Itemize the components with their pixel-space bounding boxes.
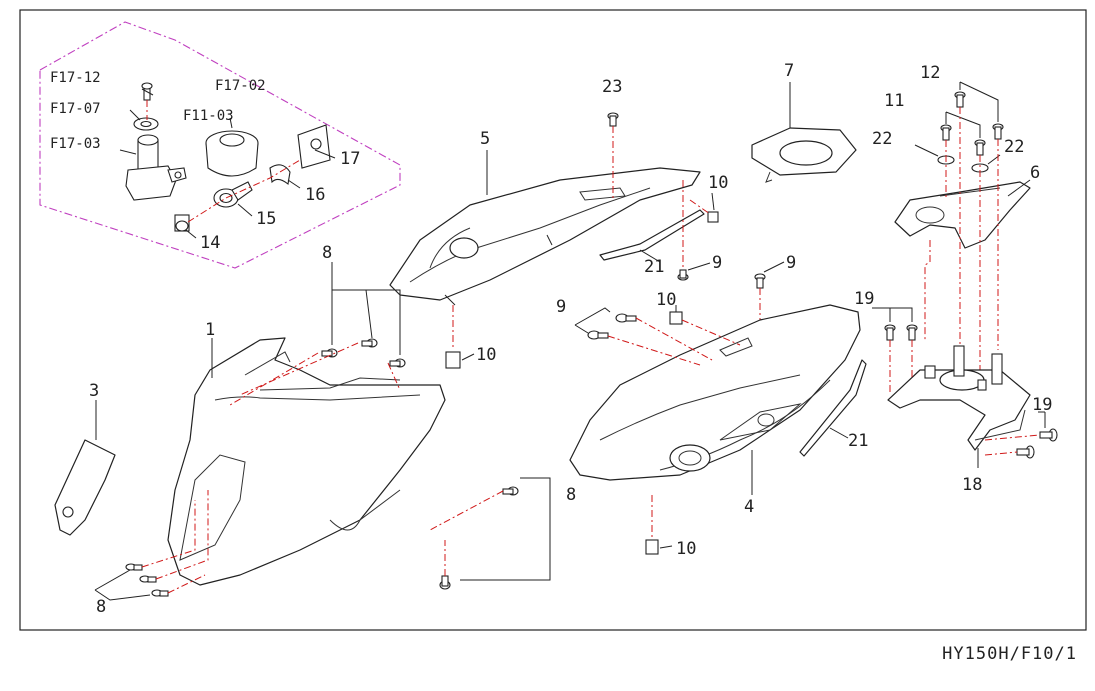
bolts-19-top bbox=[884, 324, 918, 341]
callout-19a: 19 bbox=[854, 289, 874, 309]
callout-16: 16 bbox=[305, 185, 325, 205]
screws-8-top bbox=[321, 338, 406, 368]
clip-10-mid bbox=[445, 351, 461, 369]
screw-9-right bbox=[754, 273, 766, 289]
callout-19b: 19 bbox=[1032, 395, 1052, 415]
callout-5: 5 bbox=[480, 129, 490, 149]
lock-cylinder-15 bbox=[213, 181, 253, 208]
callout-f17-12: F17-12 bbox=[50, 70, 101, 86]
part-6-carrier bbox=[894, 179, 1031, 249]
callout-11: 11 bbox=[884, 91, 904, 111]
callout-14: 14 bbox=[200, 233, 220, 253]
part-7-cover bbox=[751, 82, 857, 183]
screw-9-upper bbox=[677, 269, 689, 281]
callout-9a: 9 bbox=[712, 253, 722, 273]
screws-8-left bbox=[125, 563, 169, 597]
screws-9-left bbox=[587, 313, 637, 340]
callout-7: 7 bbox=[784, 61, 794, 81]
clip-10-lower-bottom bbox=[645, 539, 659, 555]
callout-23: 23 bbox=[602, 77, 622, 97]
callout-9b: 9 bbox=[786, 253, 796, 273]
callout-labels: F17-12 F17-02 F17-07 F11-03 F17-03 17 16… bbox=[50, 61, 1052, 617]
callout-21a: 21 bbox=[644, 257, 664, 277]
diagram-frame bbox=[19, 9, 1087, 631]
callout-8b: 8 bbox=[566, 485, 576, 505]
part-18-rear-bracket bbox=[887, 345, 1031, 468]
part-5-upper-cover bbox=[389, 150, 701, 306]
clip-10-lower-top bbox=[669, 311, 683, 325]
callout-f17-03: F17-03 bbox=[50, 136, 101, 152]
bolt-11-left bbox=[940, 124, 952, 141]
ignition-lock-inset bbox=[39, 21, 401, 269]
part-21-strip-upper bbox=[599, 209, 705, 261]
callout-f17-07: F17-07 bbox=[50, 101, 101, 117]
callout-1: 1 bbox=[205, 320, 215, 340]
callout-10d: 10 bbox=[676, 539, 696, 559]
bolts-19-bottom bbox=[1016, 428, 1058, 459]
callout-22b: 22 bbox=[1004, 137, 1024, 157]
callout-8a: 8 bbox=[322, 243, 332, 263]
callout-15: 15 bbox=[256, 209, 276, 229]
washer-f17-07 bbox=[133, 117, 159, 131]
part-1-front-cover bbox=[167, 337, 446, 586]
callout-3: 3 bbox=[89, 381, 99, 401]
clip-16 bbox=[269, 164, 291, 186]
callout-10c: 10 bbox=[656, 290, 676, 310]
callout-10a: 10 bbox=[708, 173, 728, 193]
callout-9c: 9 bbox=[556, 297, 566, 317]
part-4-side-cover bbox=[569, 304, 861, 495]
clip-10-upper bbox=[707, 211, 719, 223]
screw-23 bbox=[607, 112, 619, 127]
lock-body-f17-03 bbox=[125, 134, 187, 201]
callout-22a: 22 bbox=[872, 129, 892, 149]
callout-12: 12 bbox=[920, 63, 940, 83]
callout-21b: 21 bbox=[848, 431, 868, 451]
bolt-12-left bbox=[954, 91, 966, 108]
callout-10b: 10 bbox=[476, 345, 496, 365]
callout-18: 18 bbox=[962, 475, 982, 495]
cap-f11-03 bbox=[205, 130, 259, 177]
callout-8c: 8 bbox=[96, 597, 106, 617]
drawing-reference-code: HY150H/F10/1 bbox=[942, 644, 1077, 664]
screws-8-center bbox=[439, 486, 519, 590]
bracket-17 bbox=[297, 124, 331, 169]
part-3-panel bbox=[54, 400, 116, 536]
callout-4: 4 bbox=[744, 497, 754, 517]
callout-f17-02: F17-02 bbox=[215, 78, 266, 94]
part-21-strip-lower bbox=[799, 359, 867, 457]
callout-17: 17 bbox=[340, 149, 360, 169]
callout-6: 6 bbox=[1030, 163, 1040, 183]
callout-f11-03: F11-03 bbox=[183, 108, 234, 124]
bolt-11-right bbox=[974, 139, 986, 156]
key-14 bbox=[174, 214, 190, 232]
bolt-12-right bbox=[992, 123, 1004, 140]
